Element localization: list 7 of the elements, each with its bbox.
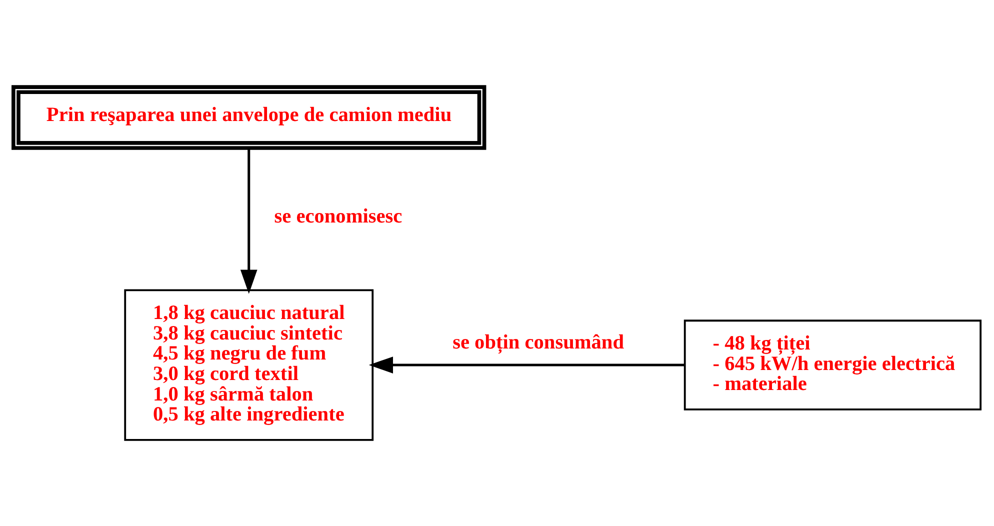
- node-box: Prin reşaparea unei anvelope de camion mediu: [12, 84, 486, 150]
- edge-label: se economisesc: [274, 205, 402, 228]
- edge-label: se obțin consumând: [452, 330, 624, 353]
- node-box: - 48 kg țiței - 645 kW/h energie electrică - materiale: [684, 319, 982, 410]
- arrow: [240, 148, 258, 294]
- node-box: 1,8 kg cauciuc natural 3,8 kg cauciuc sintetic 4,5 kg negru de fum 3,0 kg cord textil 1,0 kg sârmă talon 0,5 kg alte ingrediente: [124, 288, 374, 440]
- arrow: [368, 356, 685, 373]
